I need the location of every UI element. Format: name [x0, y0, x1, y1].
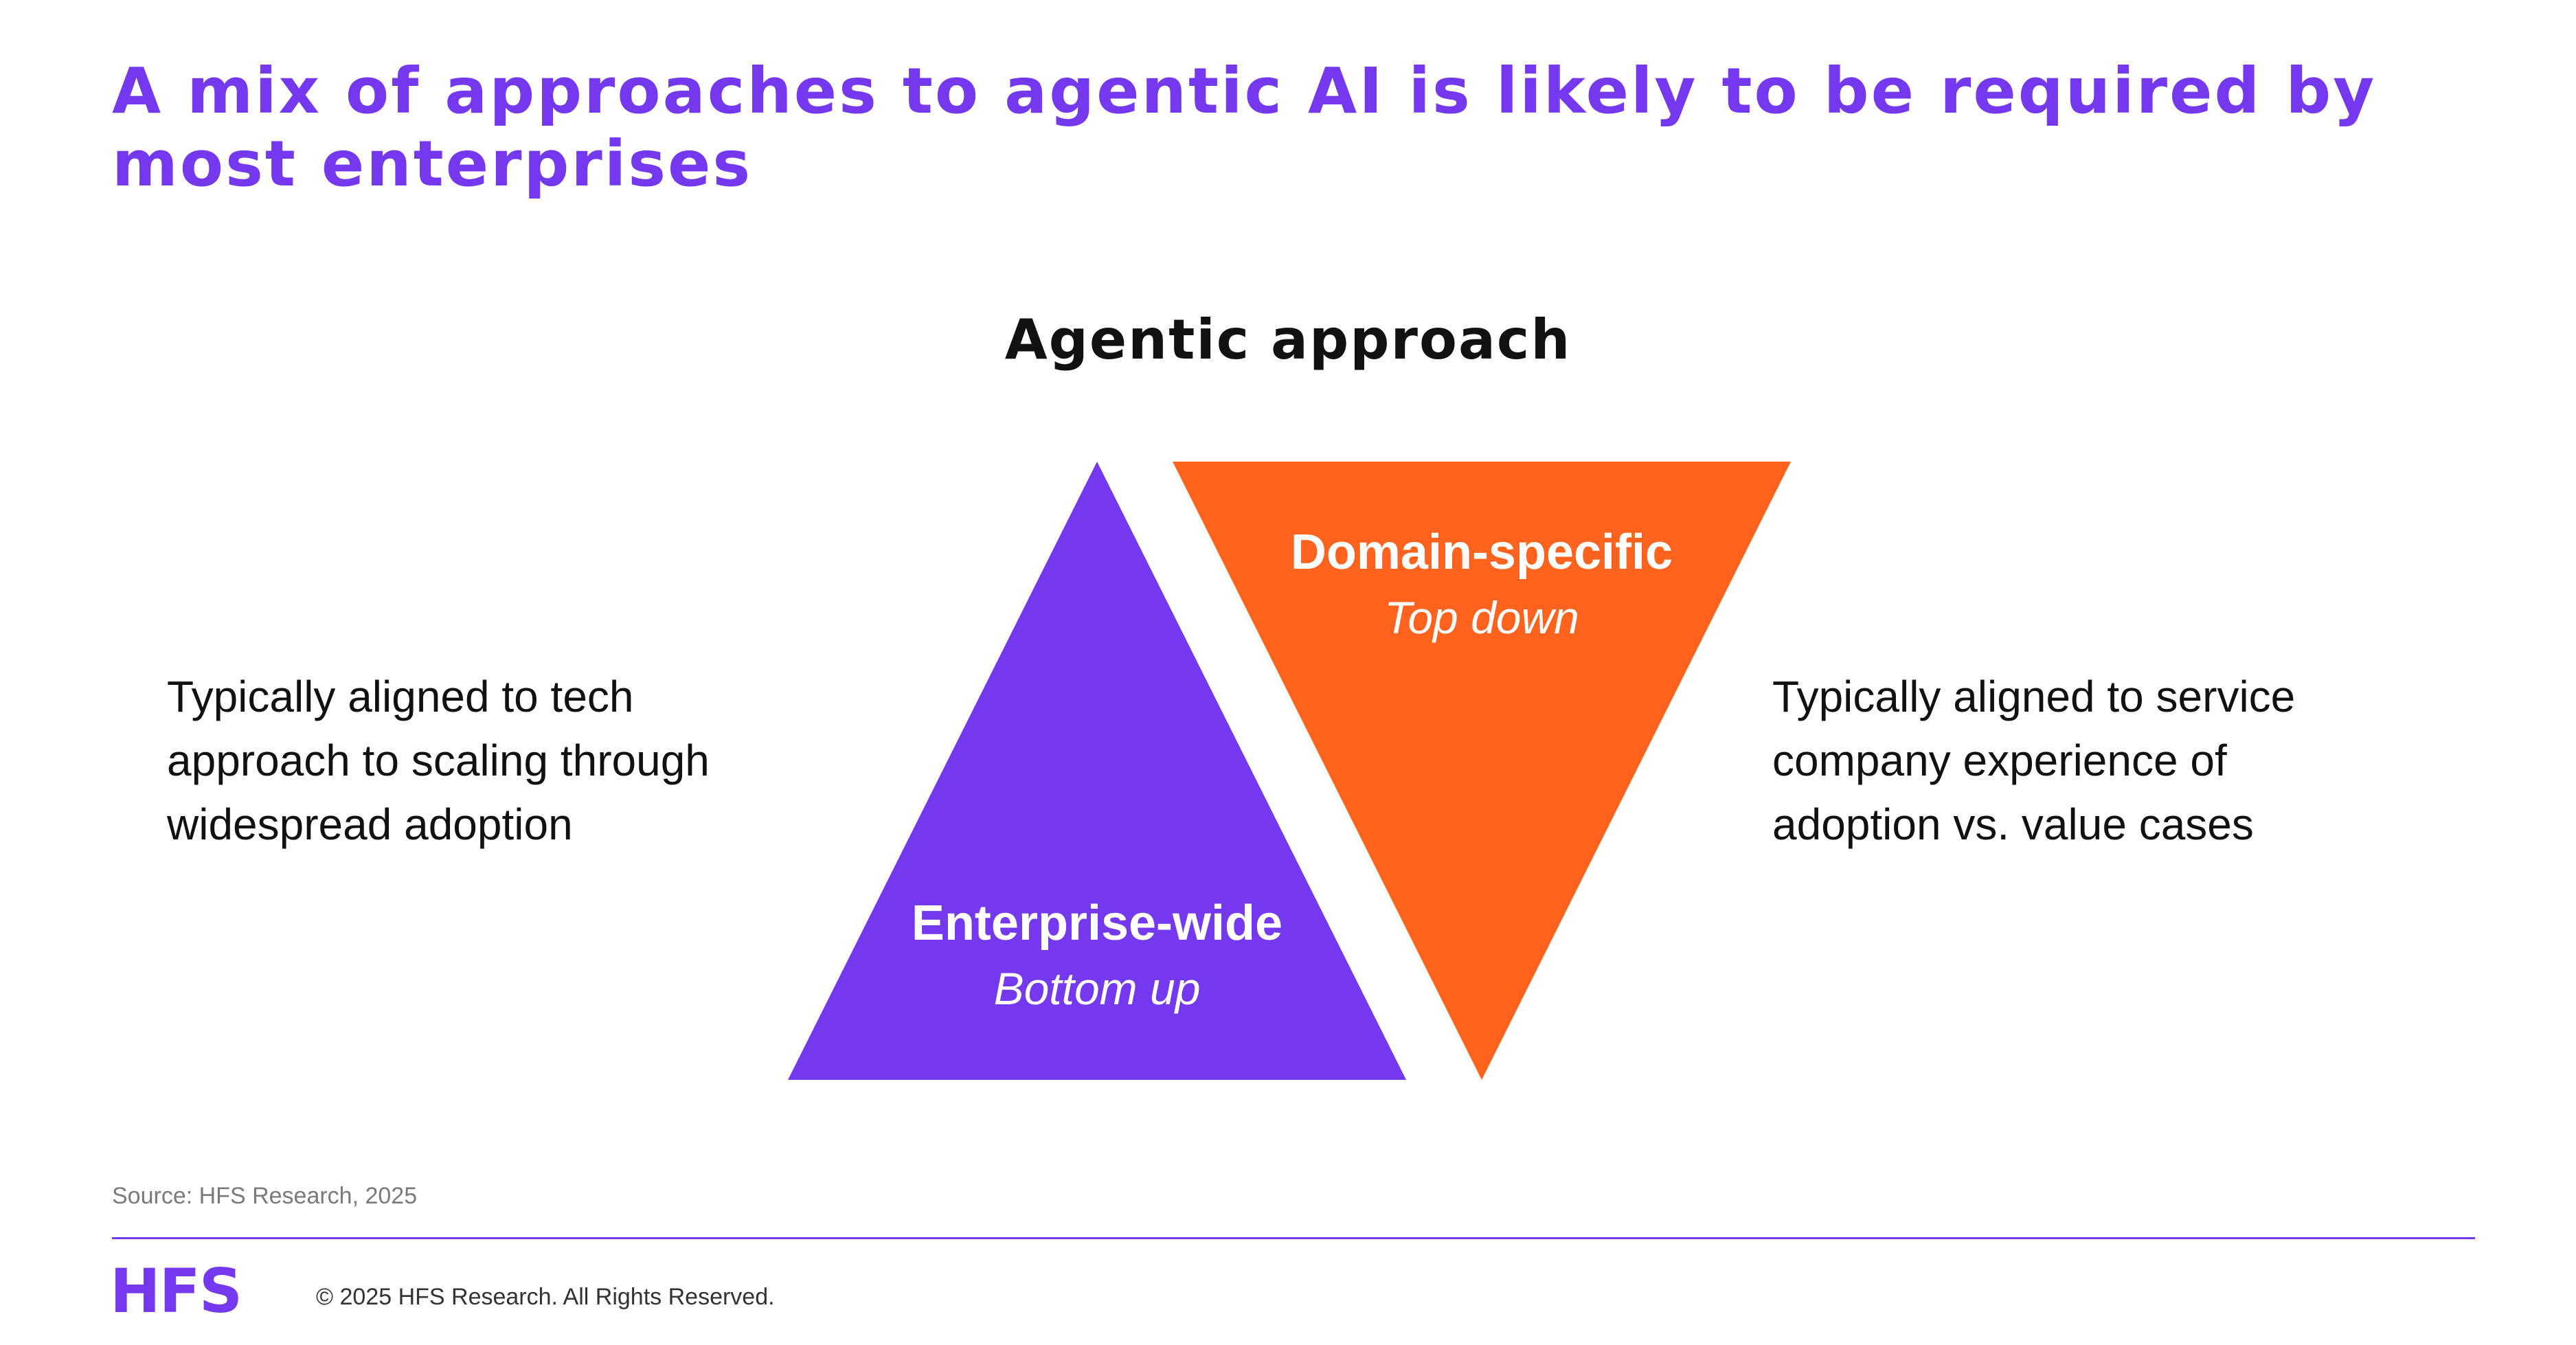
enterprise-wide-description: Typically aligned to tech approach to sc… [167, 672, 710, 849]
domain-specific-label: Domain-specific [1291, 525, 1673, 580]
domain-specific-description: Typically aligned to service company exp… [1772, 672, 2296, 849]
domain-specific-triangle [1173, 462, 1791, 1080]
source-note: Source: HFS Research, 2025 [112, 1183, 418, 1209]
enterprise-wide-subtitle: Bottom up [994, 963, 1201, 1014]
copyright-notice: © 2025 HFS Research. All Rights Reserved… [316, 1284, 775, 1310]
enterprise-wide-triangle [788, 462, 1406, 1080]
page-title: A mix of approaches to agentic AI is lik… [112, 54, 2377, 201]
enterprise-wide-label: Enterprise-wide [912, 896, 1283, 951]
diagram-heading: Agentic approach [1004, 308, 1572, 372]
domain-specific-subtitle: Top down [1384, 592, 1579, 643]
footer-divider [112, 1237, 2475, 1239]
hfs-logo: HFS [110, 1256, 242, 1326]
